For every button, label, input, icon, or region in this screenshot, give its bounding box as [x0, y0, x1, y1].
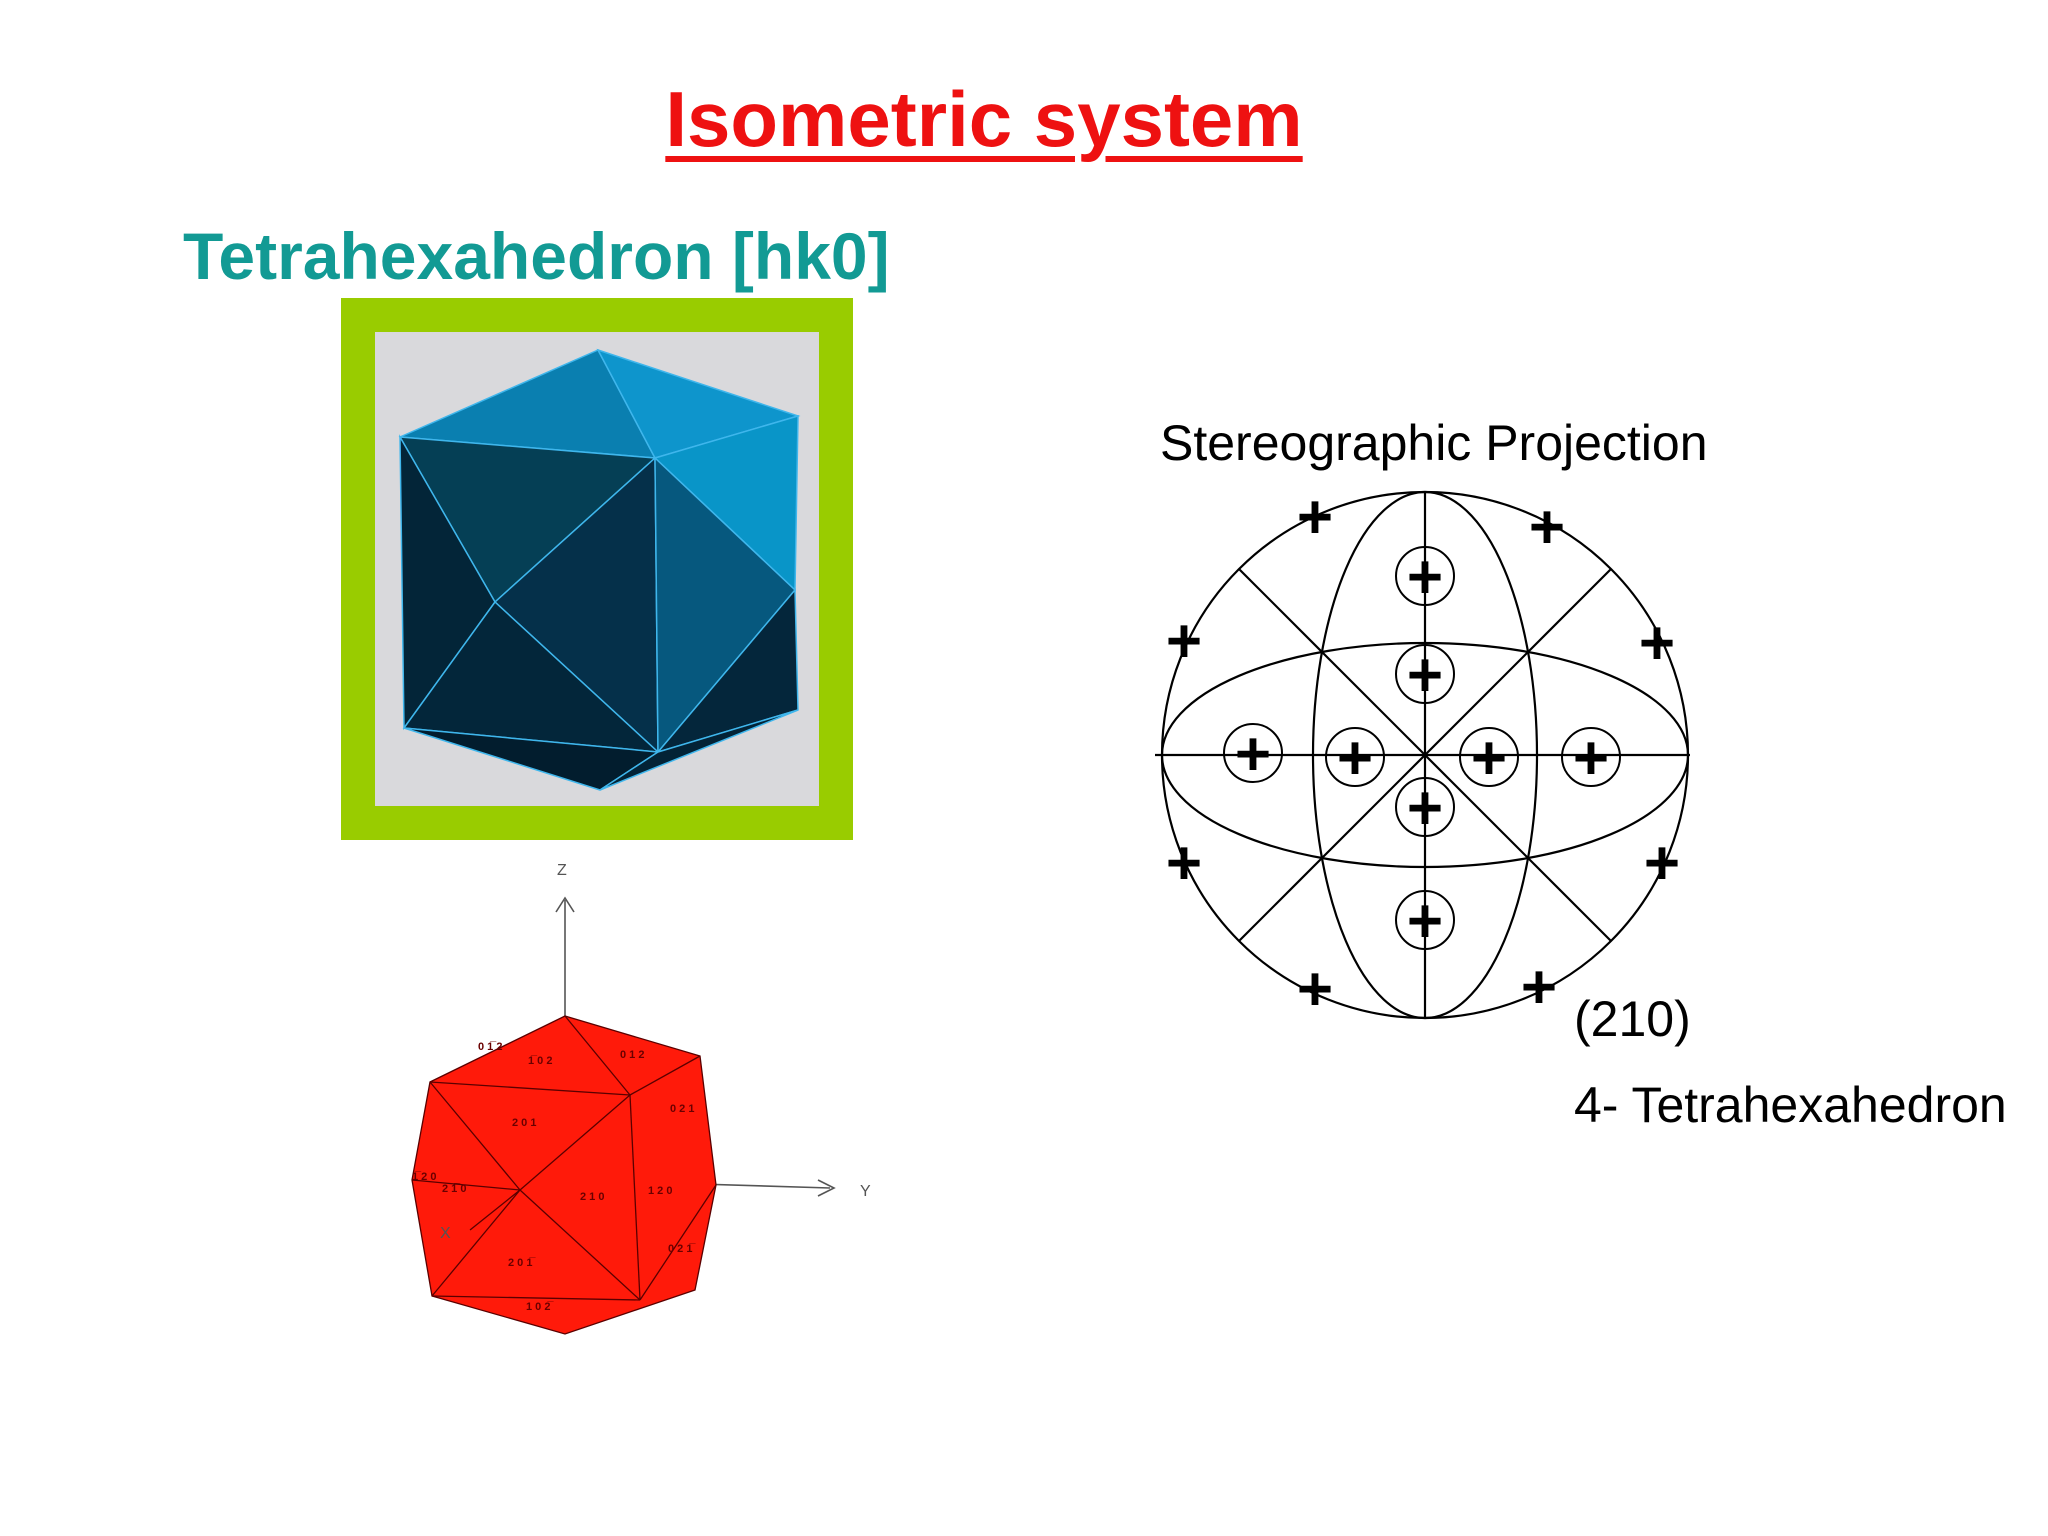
pole-plus: + — [1337, 724, 1373, 793]
z-axis-label: Z — [557, 862, 567, 879]
pole-circle — [1223, 723, 1283, 783]
form-caption: 4- Tetrahexahedron — [1574, 1077, 2007, 1133]
pole-plus: + — [1471, 724, 1507, 793]
pole-circle — [1459, 727, 1519, 787]
pole-markers: + + + + + + + + + + + + + + + + — [1166, 483, 1680, 1024]
solid-face-bottom-right — [599, 709, 799, 791]
face-labels: 0 1̅ 2 1̅ 0 2 0 1 2 0 2 1 2 0 1 1̅ 2 0 2… — [412, 1041, 696, 1313]
y-axis-label: Y — [860, 1183, 871, 1200]
face-index-label: (210) — [1574, 991, 1691, 1047]
pole-plus: + — [1297, 955, 1333, 1024]
great-circle-horizontal — [1160, 641, 1690, 869]
pole-plus: + — [1166, 607, 1202, 676]
face-label: 0 2 1̅ — [668, 1243, 696, 1255]
pole-plus: + — [1573, 724, 1609, 793]
pole-circle — [1395, 890, 1455, 950]
inner-pole-circles — [1223, 546, 1621, 950]
solid-drawing — [398, 348, 801, 791]
pole-plus: + — [1407, 774, 1443, 843]
face-label: 1̅ 2 0 — [412, 1171, 436, 1183]
x-axis-label: X — [440, 1225, 451, 1242]
face-label: 2 1 0 — [580, 1191, 604, 1203]
great-circle-vertical — [1311, 490, 1539, 1020]
face-label: 1 0 2̅ — [526, 1301, 554, 1313]
face-label: 0 2 1 — [670, 1103, 694, 1115]
pole-circle — [1395, 644, 1455, 704]
pole-plus: + — [1644, 829, 1680, 898]
pole-plus: + — [1521, 953, 1557, 1022]
axis-labels: Z Y X — [440, 862, 871, 1242]
slide-title: Isometric system — [665, 75, 1303, 163]
face-label: 2 1̅ 0 — [442, 1183, 466, 1195]
face-label: 2 0 1 — [512, 1117, 536, 1129]
slide-subtitle: Tetrahexahedron [hk0] — [183, 219, 890, 293]
pole-circle — [1561, 727, 1621, 787]
z-axis-arrow — [555, 896, 575, 913]
pole-plus: + — [1166, 829, 1202, 898]
indexed-model-diagram: Z Y X 0 1̅ 2 1̅ 0 2 0 1 2 0 2 1 2 0 1 1̅… — [411, 862, 871, 1335]
pole-circle — [1395, 546, 1455, 606]
face-label: 1̅ 0 2 — [528, 1055, 552, 1067]
diagonal-line — [1238, 568, 1612, 942]
pole-plus: + — [1235, 720, 1271, 789]
tetrahexahedron-solid-image — [341, 298, 853, 840]
pole-plus: + — [1407, 641, 1443, 710]
pole-plus: + — [1529, 493, 1565, 562]
pole-plus: + — [1407, 887, 1443, 956]
face-label: 1 2 0 — [648, 1185, 672, 1197]
stereographic-projection: + + + + + + + + + + + + + + + + — [1155, 483, 1690, 1024]
face-label: 0 1̅ 2 — [478, 1041, 502, 1053]
pole-circle — [1395, 777, 1455, 837]
y-axis-arrow — [817, 1179, 836, 1197]
face-label: 0 1 2 — [620, 1049, 644, 1061]
projection-title: Stereographic Projection — [1160, 415, 1708, 471]
pole-plus: + — [1407, 543, 1443, 612]
pole-plus: + — [1639, 609, 1675, 678]
pole-circle — [1325, 727, 1385, 787]
red-polyhedron — [411, 1015, 717, 1335]
pole-plus: + — [1297, 483, 1333, 552]
face-label: 2 0 1̅ — [508, 1257, 536, 1269]
